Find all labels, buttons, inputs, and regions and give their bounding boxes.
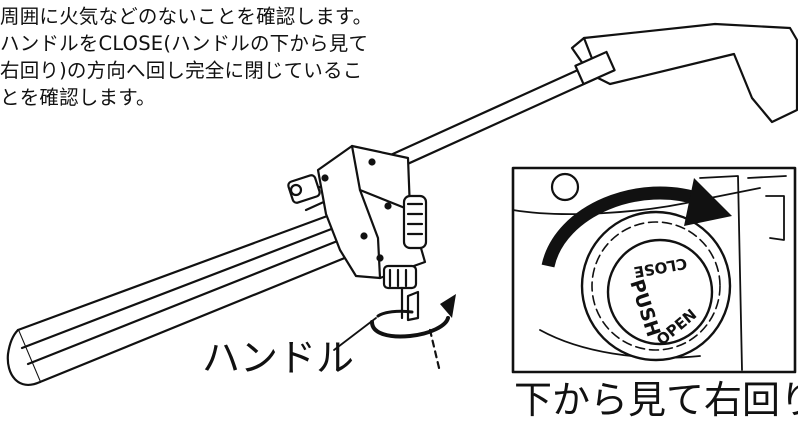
instruction-line-3: 右回り)の方向へ回し完全に閉じているこ: [0, 59, 363, 82]
instruction-line-4: とを確認します。: [0, 86, 156, 109]
inset-box: [511, 166, 797, 374]
instruction-text: 周囲に火気などのないことを確認します。 ハンドルをCLOSE(ハンドルの下から見…: [0, 3, 372, 111]
top-tube: [570, 22, 798, 124]
instruction-line-1: 周囲に火気などのないことを確認します。: [0, 5, 373, 28]
handle-label: ハンドル: [202, 336, 355, 380]
view-from-below-label: 下から見て右回り: [514, 378, 798, 422]
rotation-indicator: [333, 286, 456, 374]
rotation-arrow-icon: [440, 294, 456, 318]
instruction-line-2: ハンドルをCLOSE(ハンドルの下から見て: [0, 32, 369, 55]
clockwise-arrow-icon: [684, 178, 732, 226]
valve-head: [287, 144, 428, 290]
